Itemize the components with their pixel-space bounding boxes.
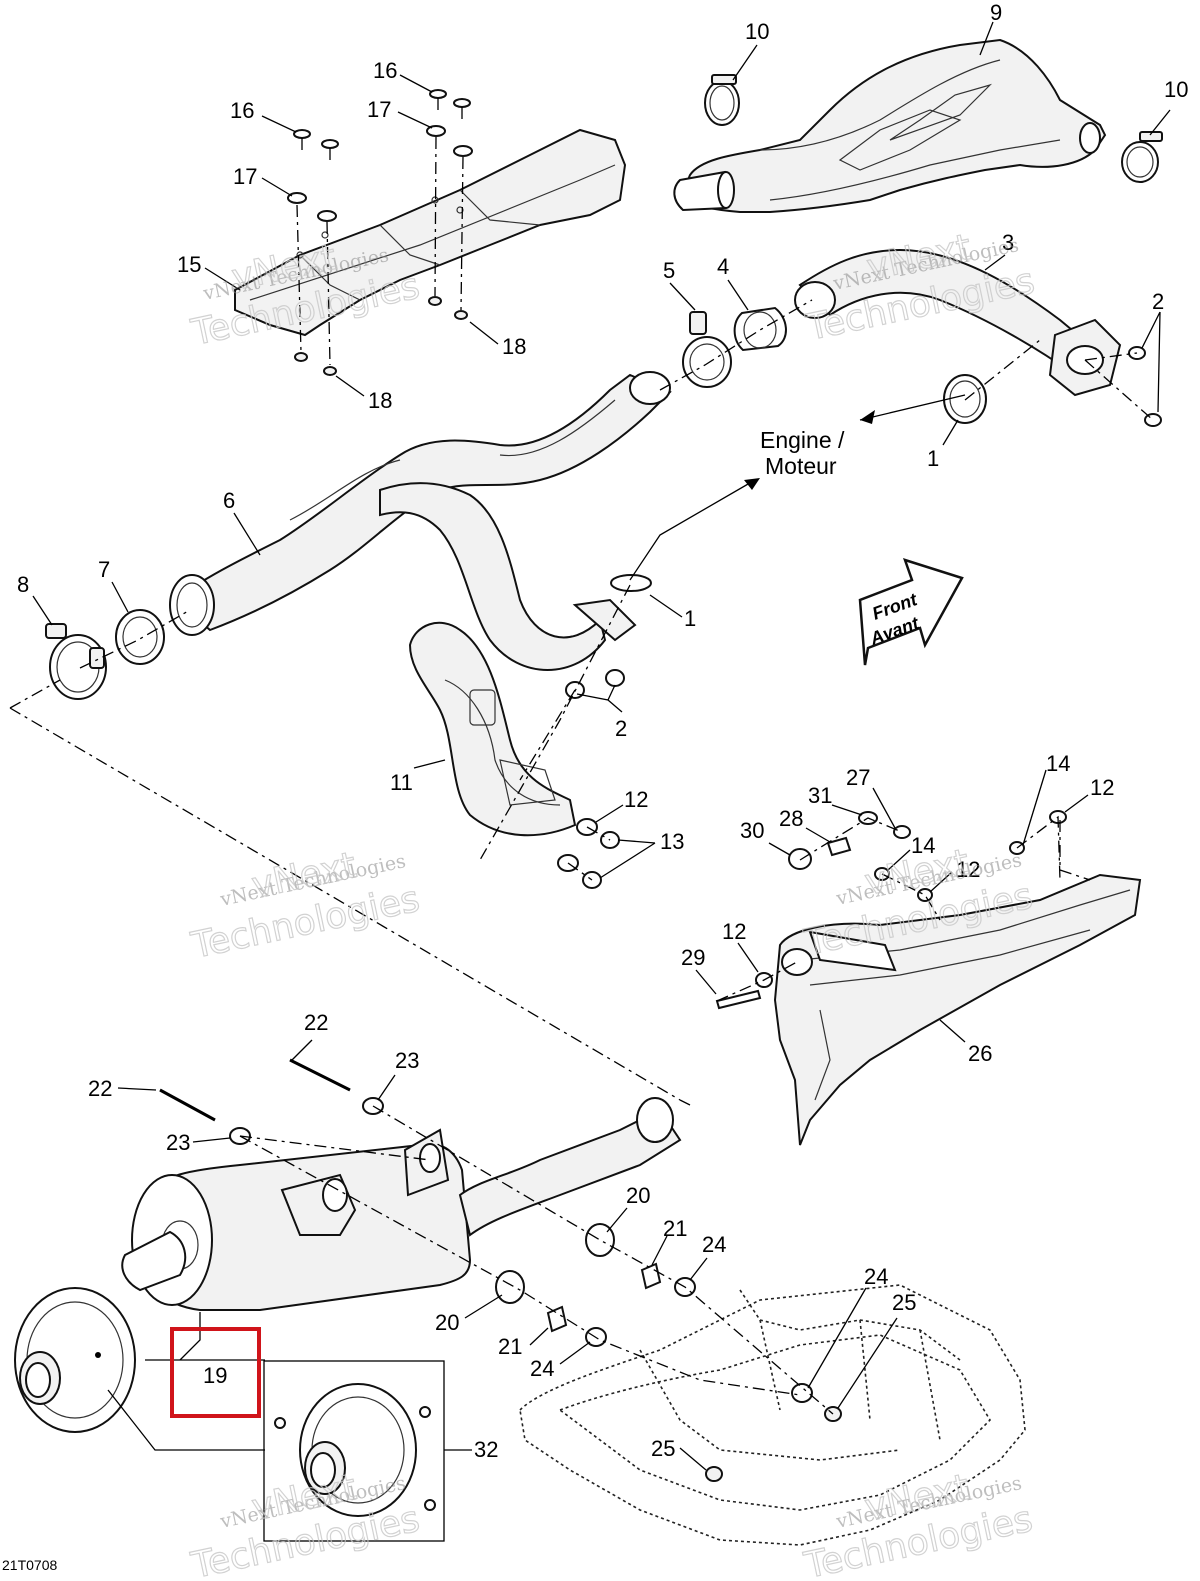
part-17-washer[interactable] [287, 125, 473, 222]
callout-29[interactable]: 29 [681, 945, 705, 970]
part-1-gasket-front[interactable] [610, 574, 652, 592]
part-5-clamp[interactable] [682, 311, 732, 388]
callout-25[interactable]: 25 [892, 1290, 916, 1315]
callout-13[interactable]: 13 [660, 829, 684, 854]
part-25-nut[interactable] [705, 1406, 842, 1482]
callout-3[interactable]: 3 [1002, 230, 1014, 255]
assembly-lines [9, 299, 1154, 1415]
part-10-clamp-left[interactable] [704, 74, 740, 126]
part-2-nut-top[interactable] [1128, 346, 1162, 427]
callout-25[interactable]: 25 [651, 1436, 675, 1461]
engine-label-line2: Moteur [765, 453, 837, 479]
part-11-heat-shield[interactable] [408, 621, 577, 837]
frame-outline [519, 1284, 1026, 1546]
leader-lines [32, 21, 1171, 1471]
callout-19[interactable]: 19 [203, 1363, 227, 1388]
callout-15[interactable]: 15 [177, 252, 201, 277]
callout-6[interactable]: 6 [223, 488, 235, 513]
callout-23[interactable]: 23 [395, 1048, 419, 1073]
callout-23[interactable]: 23 [166, 1130, 190, 1155]
callouts: 10 9 10 16 16 17 17 15 18 18 5 4 3 2 1 6… [17, 0, 1188, 1462]
callout-20[interactable]: 20 [626, 1183, 650, 1208]
callout-24[interactable]: 24 [864, 1264, 888, 1289]
part-32-box [263, 1360, 445, 1542]
callout-2[interactable]: 2 [615, 716, 627, 741]
part-13-nut[interactable] [582, 831, 620, 889]
image-code: 21T0708 [2, 1557, 57, 1573]
callout-1[interactable]: 1 [927, 446, 939, 471]
callout-18[interactable]: 18 [502, 334, 526, 359]
callout-14[interactable]: 14 [911, 833, 935, 858]
callout-11[interactable]: 11 [390, 770, 413, 795]
callout-32[interactable]: 32 [474, 1437, 498, 1462]
engine-label-line1: Engine / [760, 427, 845, 453]
part-6-exhaust-pipe[interactable] [169, 371, 672, 671]
part-end-cap-standalone[interactable] [14, 1287, 136, 1433]
callout-17[interactable]: 17 [367, 97, 391, 122]
engine-arrows [629, 394, 966, 581]
callout-26[interactable]: 26 [968, 1041, 992, 1066]
part-26-heat-shield[interactable] [773, 873, 1142, 1146]
callout-17[interactable]: 17 [233, 164, 257, 189]
part-21-spacer[interactable] [546, 1262, 662, 1333]
callout-18[interactable]: 18 [368, 388, 392, 413]
part-32-end-cap[interactable] [274, 1383, 436, 1517]
callout-10[interactable]: 10 [745, 19, 769, 44]
callout-5[interactable]: 5 [663, 258, 675, 283]
part-23-washer[interactable] [229, 1097, 384, 1145]
callout-22[interactable]: 22 [88, 1076, 112, 1101]
callout-21[interactable]: 21 [663, 1216, 687, 1241]
callout-7[interactable]: 7 [98, 557, 110, 582]
callout-9[interactable]: 9 [990, 0, 1002, 25]
part-9-heat-shield[interactable] [673, 38, 1107, 213]
callout-4[interactable]: 4 [717, 254, 729, 279]
callout-12[interactable]: 12 [1090, 775, 1114, 800]
part-2-nut-front[interactable] [565, 669, 625, 699]
part-19-muffler[interactable] [121, 1097, 682, 1311]
part-20-grommet[interactable] [495, 1223, 615, 1304]
callout-27[interactable]: 27 [846, 765, 870, 790]
part-24-washer[interactable] [585, 1277, 813, 1403]
part-1-gasket-top[interactable] [943, 374, 987, 424]
part-4-sleeve[interactable] [733, 306, 787, 352]
callout-20[interactable]: 20 [435, 1310, 459, 1335]
callout-12[interactable]: 12 [624, 787, 648, 812]
callout-24[interactable]: 24 [702, 1232, 726, 1257]
callout-22[interactable]: 22 [304, 1010, 328, 1035]
callout-10[interactable]: 10 [1164, 77, 1188, 102]
part-7-sleeve[interactable] [115, 609, 165, 665]
part-18-nut[interactable] [294, 296, 468, 376]
part-8-clamp[interactable] [45, 623, 107, 700]
callout-1[interactable]: 1 [684, 606, 696, 631]
callout-30[interactable]: 30 [740, 818, 764, 843]
callout-21[interactable]: 21 [498, 1334, 522, 1359]
part-22-bolt[interactable] [159, 1058, 351, 1122]
callout-2[interactable]: 2 [1152, 289, 1164, 314]
callout-12[interactable]: 12 [722, 919, 746, 944]
callout-24[interactable]: 24 [530, 1356, 554, 1381]
part-10-clamp-right[interactable] [1121, 131, 1163, 183]
callout-16[interactable]: 16 [373, 58, 397, 83]
part-15-heat-shield[interactable] [234, 128, 627, 337]
callout-14[interactable]: 14 [1046, 751, 1070, 776]
callout-8[interactable]: 8 [17, 572, 29, 597]
callout-12[interactable]: 12 [956, 857, 980, 882]
part-16-screw[interactable] [293, 89, 471, 160]
callout-28[interactable]: 28 [779, 806, 803, 831]
front-arrow-icon: Front Avant [858, 558, 964, 666]
highlight-box-callout-19 [170, 1327, 261, 1418]
callout-16[interactable]: 16 [230, 98, 254, 123]
callout-31[interactable]: 31 [808, 783, 832, 808]
